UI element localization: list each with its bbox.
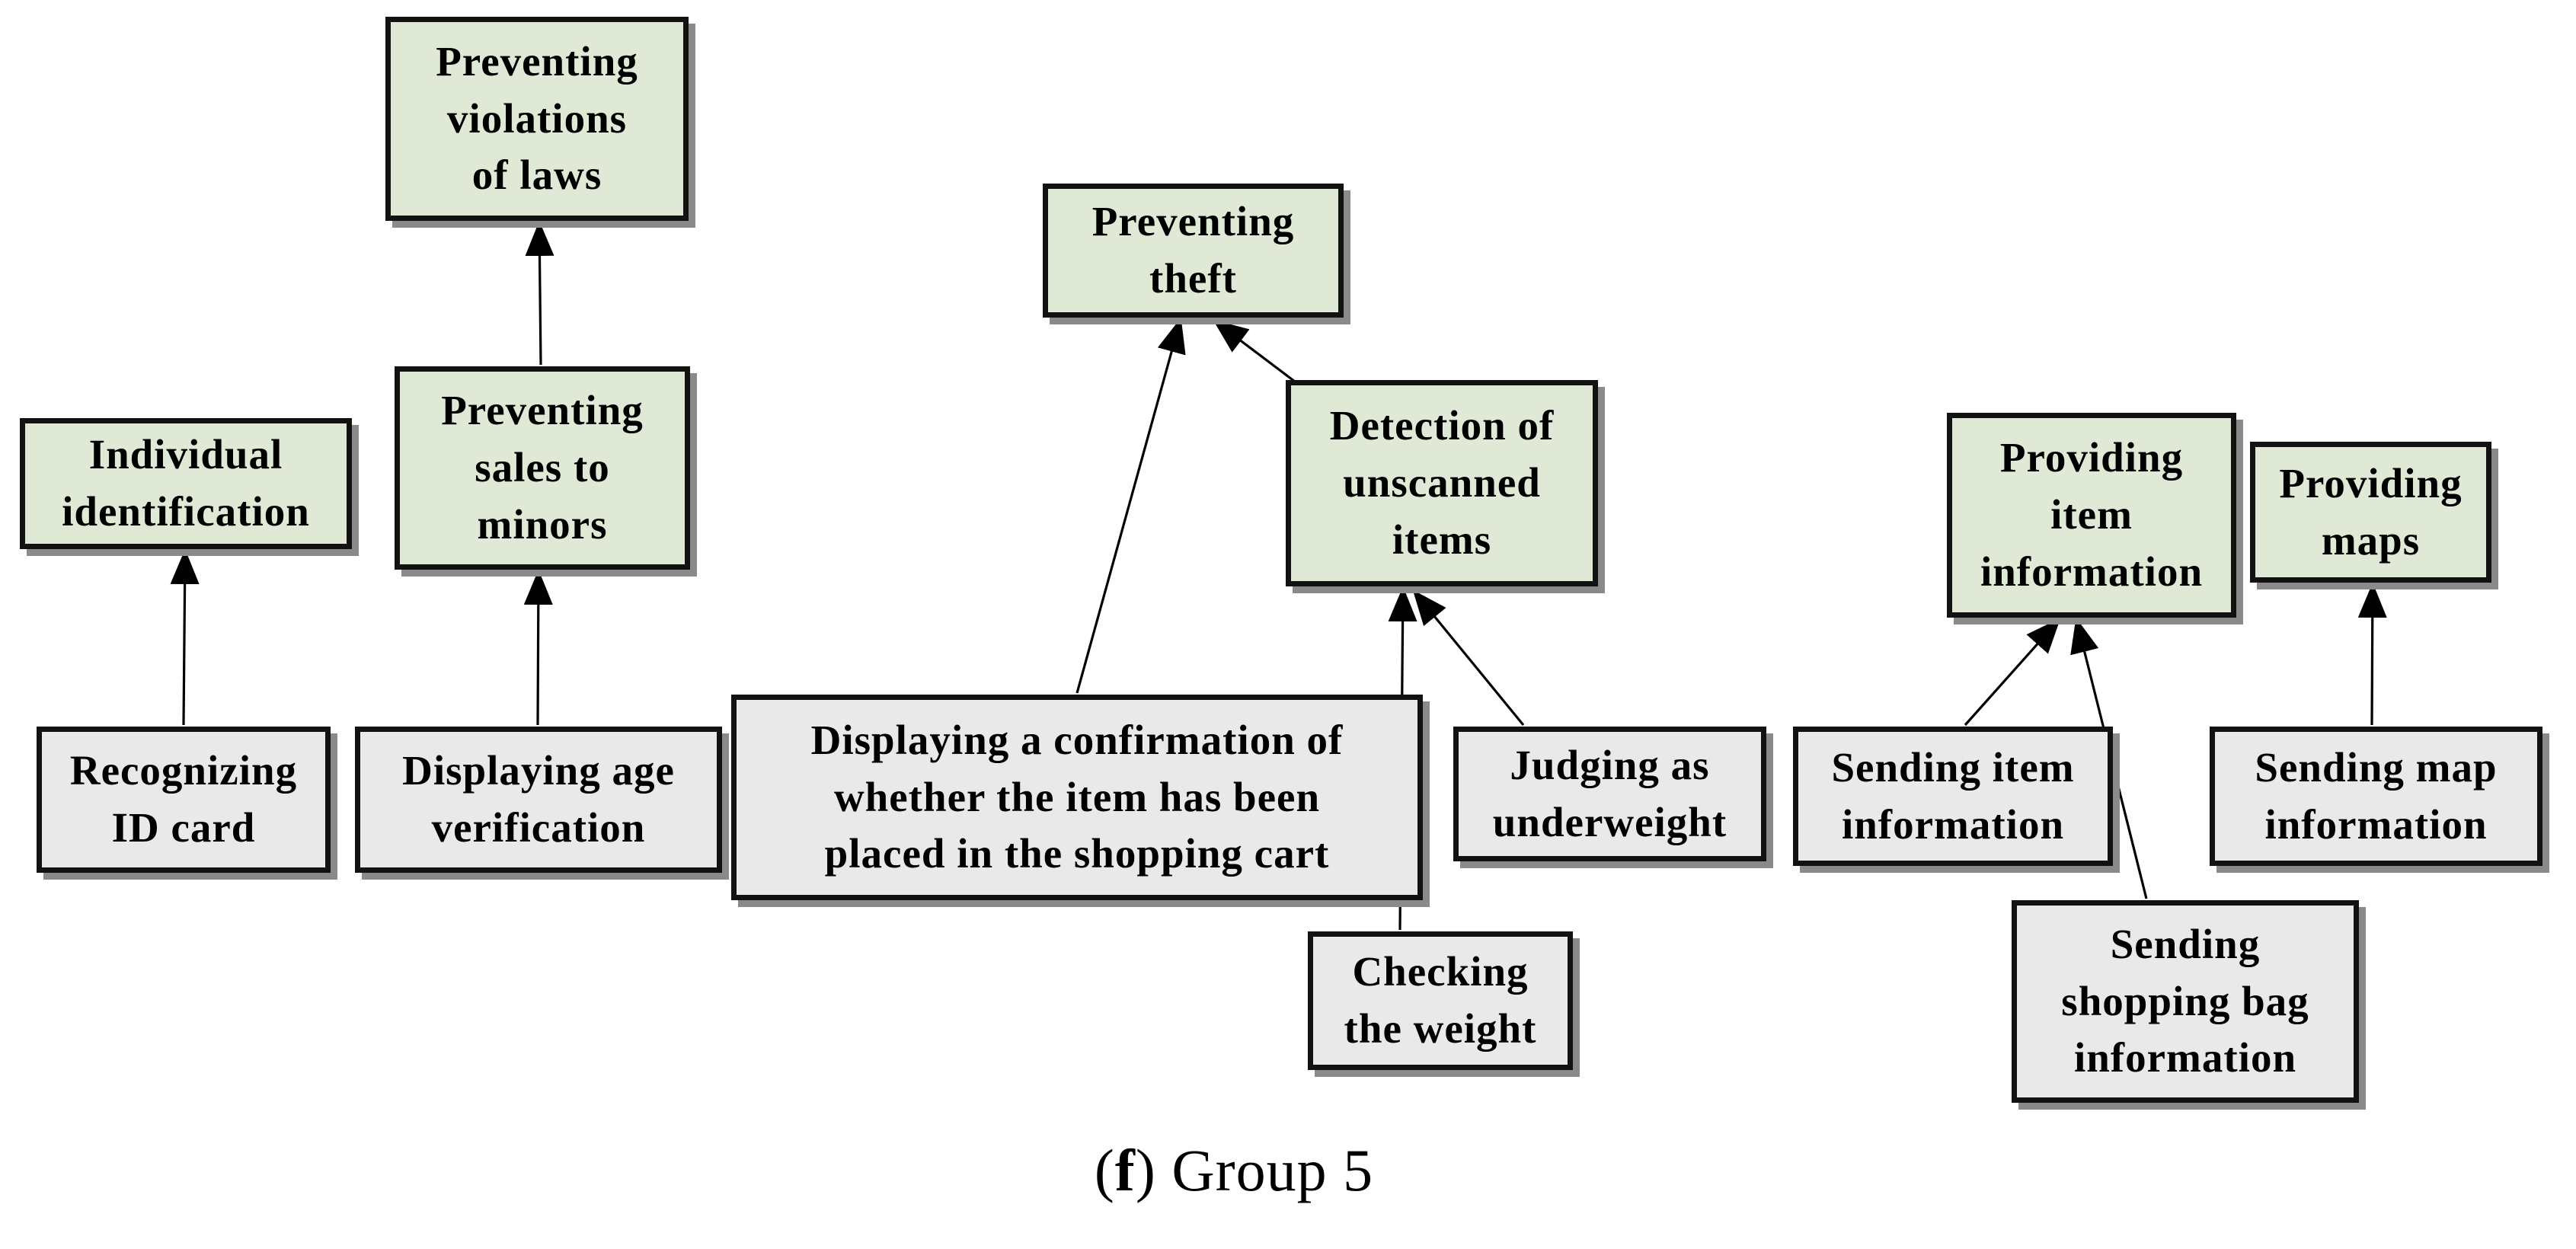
node-displaying-confirmation-item-in-cart: Displaying a confirmation of whether the… xyxy=(731,695,1423,900)
node-label: Displaying a confirmation of whether the… xyxy=(810,716,1344,877)
node-sending-shopping-bag-information: Sending shopping bag information xyxy=(2012,900,2359,1103)
node-preventing-violations-of-laws: Preventing violations of laws xyxy=(385,17,689,221)
caption-letter: f xyxy=(1114,1137,1136,1203)
node-sending-map-information: Sending map information xyxy=(2210,727,2542,866)
edge-sending-map-information--to--providing-maps xyxy=(2357,583,2387,726)
edge-judging-as-underweight--to--detection-of-unscanned-items xyxy=(1412,589,1525,727)
caption-open-paren: ( xyxy=(1094,1137,1115,1203)
edge-sending-item-information--to--providing-item-information xyxy=(1964,618,2061,727)
node-label: Preventing theft xyxy=(1091,198,1295,302)
edge-displaying-age-verification--to--preventing-sales-to-minors xyxy=(523,570,553,726)
edge-recognizing-id-card--to--individual-identification xyxy=(170,549,200,726)
node-label: Preventing sales to minors xyxy=(441,387,644,548)
node-label: Providing maps xyxy=(2279,459,2463,564)
node-displaying-age-verification: Displaying age verification xyxy=(355,727,722,873)
node-individual-identification: Individual identification xyxy=(20,418,352,549)
edge-preventing-sales-to-minors--to--preventing-violations-of-laws xyxy=(525,221,555,366)
node-label: Sending map information xyxy=(2255,743,2498,848)
node-judging-as-underweight: Judging as underweight xyxy=(1453,727,1766,861)
caption-rest: ) Group 5 xyxy=(1135,1137,1374,1203)
node-label: Recognizing ID card xyxy=(69,747,298,851)
node-providing-item-information: Providing item information xyxy=(1947,413,2236,618)
node-recognizing-id-card: Recognizing ID card xyxy=(37,727,331,873)
node-label: Displaying age verification xyxy=(402,747,675,851)
node-label: Judging as underweight xyxy=(1492,741,1727,845)
edge-detection-of-unscanned-items--to--preventing-theft xyxy=(1213,319,1296,383)
node-label: Sending item information xyxy=(1831,743,2075,848)
node-label: Individual identification xyxy=(62,431,310,535)
node-label: Sending shopping bag information xyxy=(2061,920,2309,1081)
node-label: Providing item information xyxy=(1980,434,2204,595)
node-preventing-theft: Preventing theft xyxy=(1043,184,1344,318)
node-detection-of-unscanned-items: Detection of unscanned items xyxy=(1286,380,1598,586)
node-label: Detection of unscanned items xyxy=(1329,402,1555,563)
node-sending-item-information: Sending item information xyxy=(1793,727,2113,866)
figure-caption: (f) Group 5 xyxy=(838,1136,1630,1205)
node-preventing-sales-to-minors: Preventing sales to minors xyxy=(395,366,690,570)
node-label: Checking the weight xyxy=(1344,948,1537,1052)
node-checking-the-weight: Checking the weight xyxy=(1308,931,1573,1070)
node-label: Preventing violations of laws xyxy=(436,37,638,199)
edge-displaying-confirmation-item-in-cart--to--preventing-theft xyxy=(1075,318,1186,694)
node-providing-maps: Providing maps xyxy=(2250,442,2491,583)
